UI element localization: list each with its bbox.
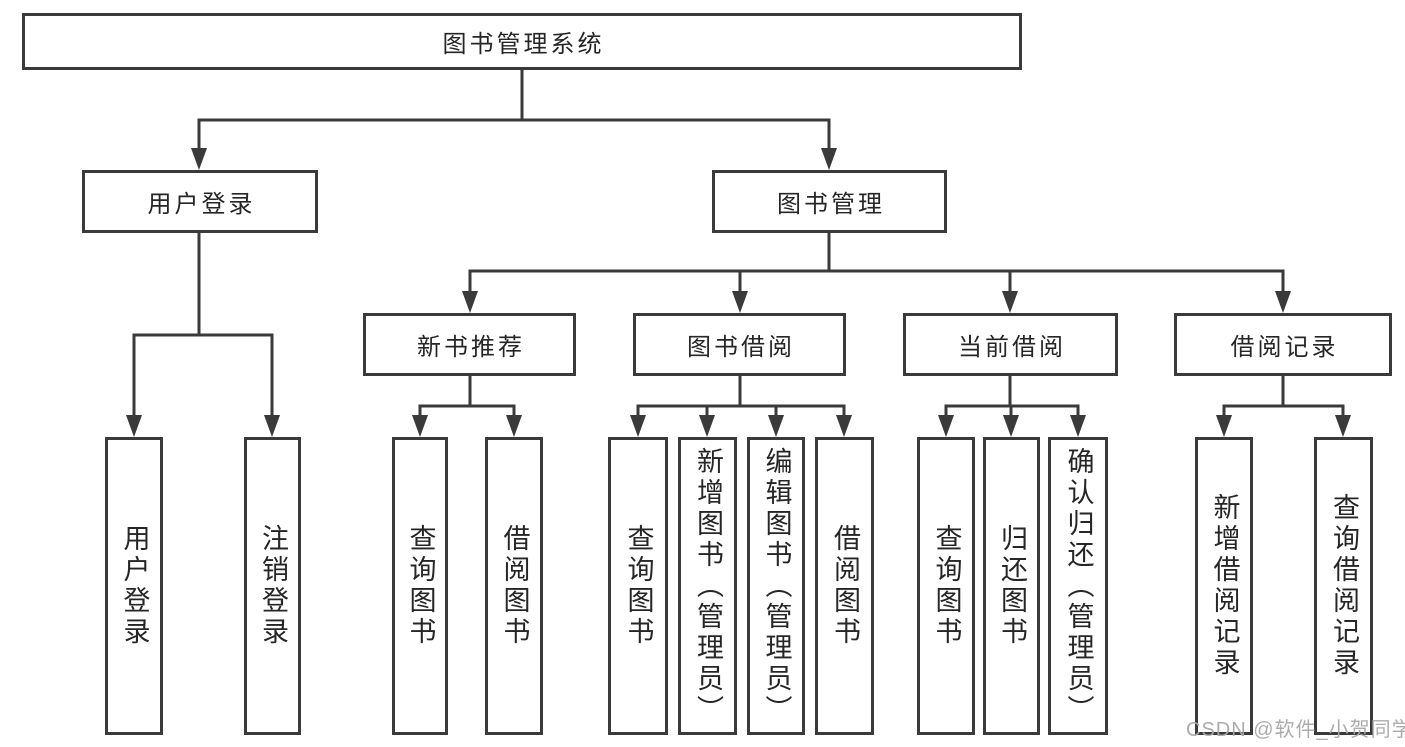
leaf-query-books-2: 查询图书 [608, 437, 668, 735]
leaf-query-books-3: 查询图书 [917, 437, 975, 735]
connector-book-borrow-children [630, 376, 852, 437]
leaf-confirm-return: 确认归还（管理员） [1048, 437, 1108, 735]
leaf-query-books-1: 查询图书 [392, 437, 448, 735]
connector-root-to-level2 [191, 70, 837, 170]
leaf-return-books: 归还图书 [983, 437, 1040, 735]
leaf-logout: 注销登录 [244, 437, 301, 735]
leaf-borrow-books-1: 借阅图书 [485, 437, 543, 735]
node-new-book-rec: 新书推荐 [363, 313, 576, 376]
node-borrow-records-label: 借阅记录 [1230, 334, 1339, 361]
node-borrow-records: 借阅记录 [1174, 313, 1392, 376]
leaf-borrow-books-2-label: 借阅图书 [830, 524, 860, 648]
leaf-borrow-books-2: 借阅图书 [815, 437, 874, 735]
node-book-mgmt-label: 图书管理 [777, 191, 885, 218]
connector-new-book-rec-children [412, 376, 522, 437]
node-book-borrow: 图书借阅 [633, 313, 846, 376]
leaf-logout-label: 注销登录 [258, 524, 288, 648]
leaf-query-books-1-label: 查询图书 [405, 524, 436, 648]
node-book-borrow-label: 图书借阅 [687, 334, 795, 361]
leaf-add-books: 新增图书（管理员） [678, 437, 737, 735]
leaf-edit-books-label: 编辑图书（管理员） [761, 446, 792, 726]
node-user-login-label: 用户登录 [147, 191, 256, 218]
node-user-login: 用户登录 [82, 170, 318, 233]
leaf-borrow-books-1-label: 借阅图书 [499, 524, 530, 648]
node-new-book-rec-label: 新书推荐 [417, 334, 525, 361]
leaf-confirm-return-label: 确认归还（管理员） [1063, 446, 1094, 726]
leaf-user-login-label: 用户登录 [119, 524, 150, 648]
connector-book-mgmt-children [462, 233, 1291, 313]
watermark: CSDN @软件_小贺同学 [1186, 719, 1405, 741]
leaf-edit-books: 编辑图书（管理员） [747, 437, 805, 735]
leaf-query-borrow-record: 查询借阅记录 [1314, 437, 1373, 735]
leaf-query-borrow-record-label: 查询借阅记录 [1329, 493, 1359, 679]
leaf-return-books-label: 归还图书 [997, 524, 1027, 648]
leaf-add-borrow-record-label: 新增借阅记录 [1209, 493, 1240, 679]
leaf-query-books-2-label: 查询图书 [623, 524, 654, 648]
connector-borrow-records-children [1216, 376, 1351, 437]
connector-user-login-children [126, 233, 280, 437]
leaf-user-login: 用户登录 [105, 437, 163, 735]
node-root: 图书管理系统 [22, 13, 1022, 70]
leaf-add-books-label: 新增图书（管理员） [693, 446, 723, 726]
leaf-add-borrow-record: 新增借阅记录 [1195, 437, 1253, 735]
node-current-borrow: 当前借阅 [903, 313, 1118, 376]
node-book-mgmt: 图书管理 [712, 170, 947, 233]
node-current-borrow-label: 当前借阅 [958, 334, 1066, 361]
connector-current-borrow-children [938, 376, 1086, 437]
leaf-query-books-3-label: 查询图书 [931, 524, 962, 648]
node-root-label: 图书管理系统 [442, 31, 605, 58]
